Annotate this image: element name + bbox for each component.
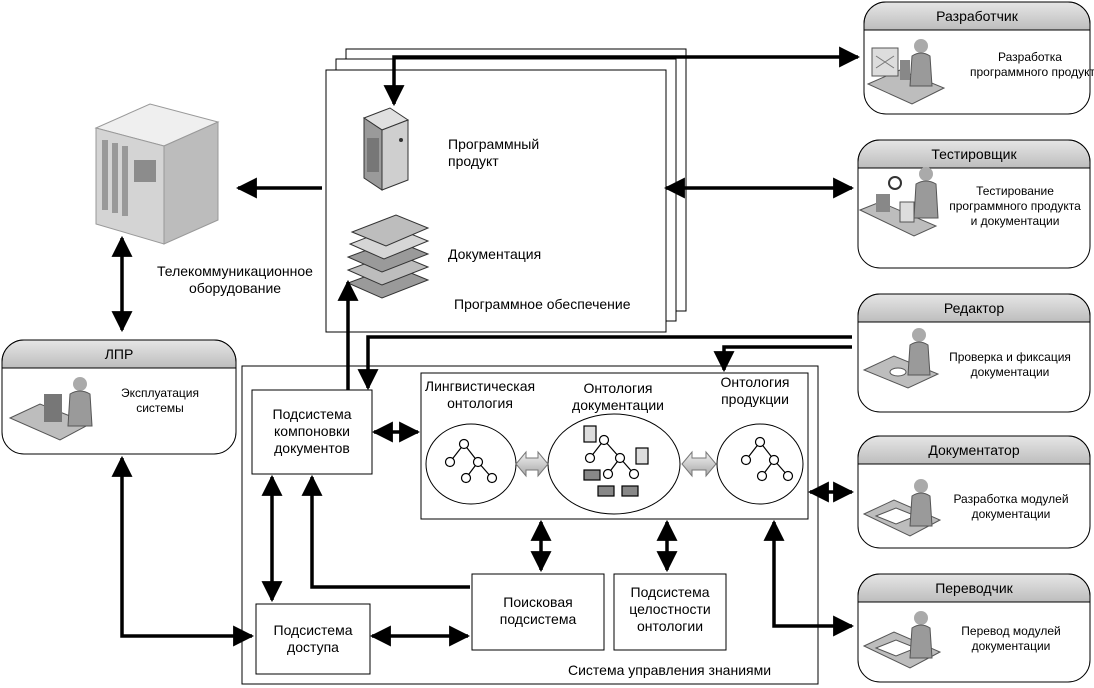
access-subsystem-label: Подсистема доступа [273,622,353,655]
lpr-icon [8,377,93,441]
tree-icon [740,436,794,482]
translator-desc: Перевод модулей документации [961,624,1061,653]
developer-icon [866,39,946,105]
tree-icon [444,438,498,484]
role-box-developer [863,1,1091,115]
software-title: Программное обеспечение [454,296,631,312]
editor-title: Редактор [943,300,1005,316]
telecom-label: Телекоммуникационное оборудование [157,263,313,296]
documentation-tree-icon [583,425,649,497]
product-label: Программный продукт [448,136,540,169]
documentation-ontology-ellipse [547,413,681,515]
documenter-title: Документатор [928,442,1020,458]
access-subsystem-box [255,603,371,675]
layout-subsystem-label: Подсистема компоновки документов [272,406,352,456]
integrity-subsystem-label: Подсистема целостности онтологии [629,584,711,634]
products-ontology-label: Онтология продукции [720,374,790,407]
layout-subsystem-box [251,389,373,475]
books-icon [346,214,430,299]
gray-double-arrow [515,450,549,478]
lpr-desc: Эксплуатация системы [121,386,199,415]
tester-title: Тестировщик [931,146,1017,162]
tester-icon [858,167,939,237]
developer-desc: Разработка программного продукта [970,50,1094,79]
search-subsystem-box [471,573,605,651]
products-ontology-ellipse [716,423,804,505]
tester-desc: Тестирование программного продукта и док… [949,184,1081,228]
documenter-desc: Разработка модулей документации [953,492,1069,521]
linguistic-ontology-label: Лингвистическая онтология [424,378,536,411]
documentation-label: Документация [448,246,542,262]
linguistic-ontology-ellipse [425,423,517,505]
translator-icon [862,611,942,669]
connector-arrows [111,46,861,647]
server-icon [362,107,410,191]
documentation-ontology-label: Онтология документации [572,380,664,413]
documenter-icon [862,479,942,537]
kms-title: Система управления знаниями [568,662,772,678]
translator-title: Переводчик [935,580,1013,596]
lpr-title: ЛПР [104,346,134,362]
integrity-subsystem-box [613,573,727,651]
telecom-equipment-icon [94,103,220,245]
search-subsystem-label: Поисковая подсистема [499,594,577,627]
editor-desc: Проверка и фиксация документации [949,350,1071,379]
gray-double-arrow [681,450,717,478]
editor-icon [862,328,940,389]
role-box-tester [857,139,1091,269]
developer-title: Разработчик [936,8,1018,24]
